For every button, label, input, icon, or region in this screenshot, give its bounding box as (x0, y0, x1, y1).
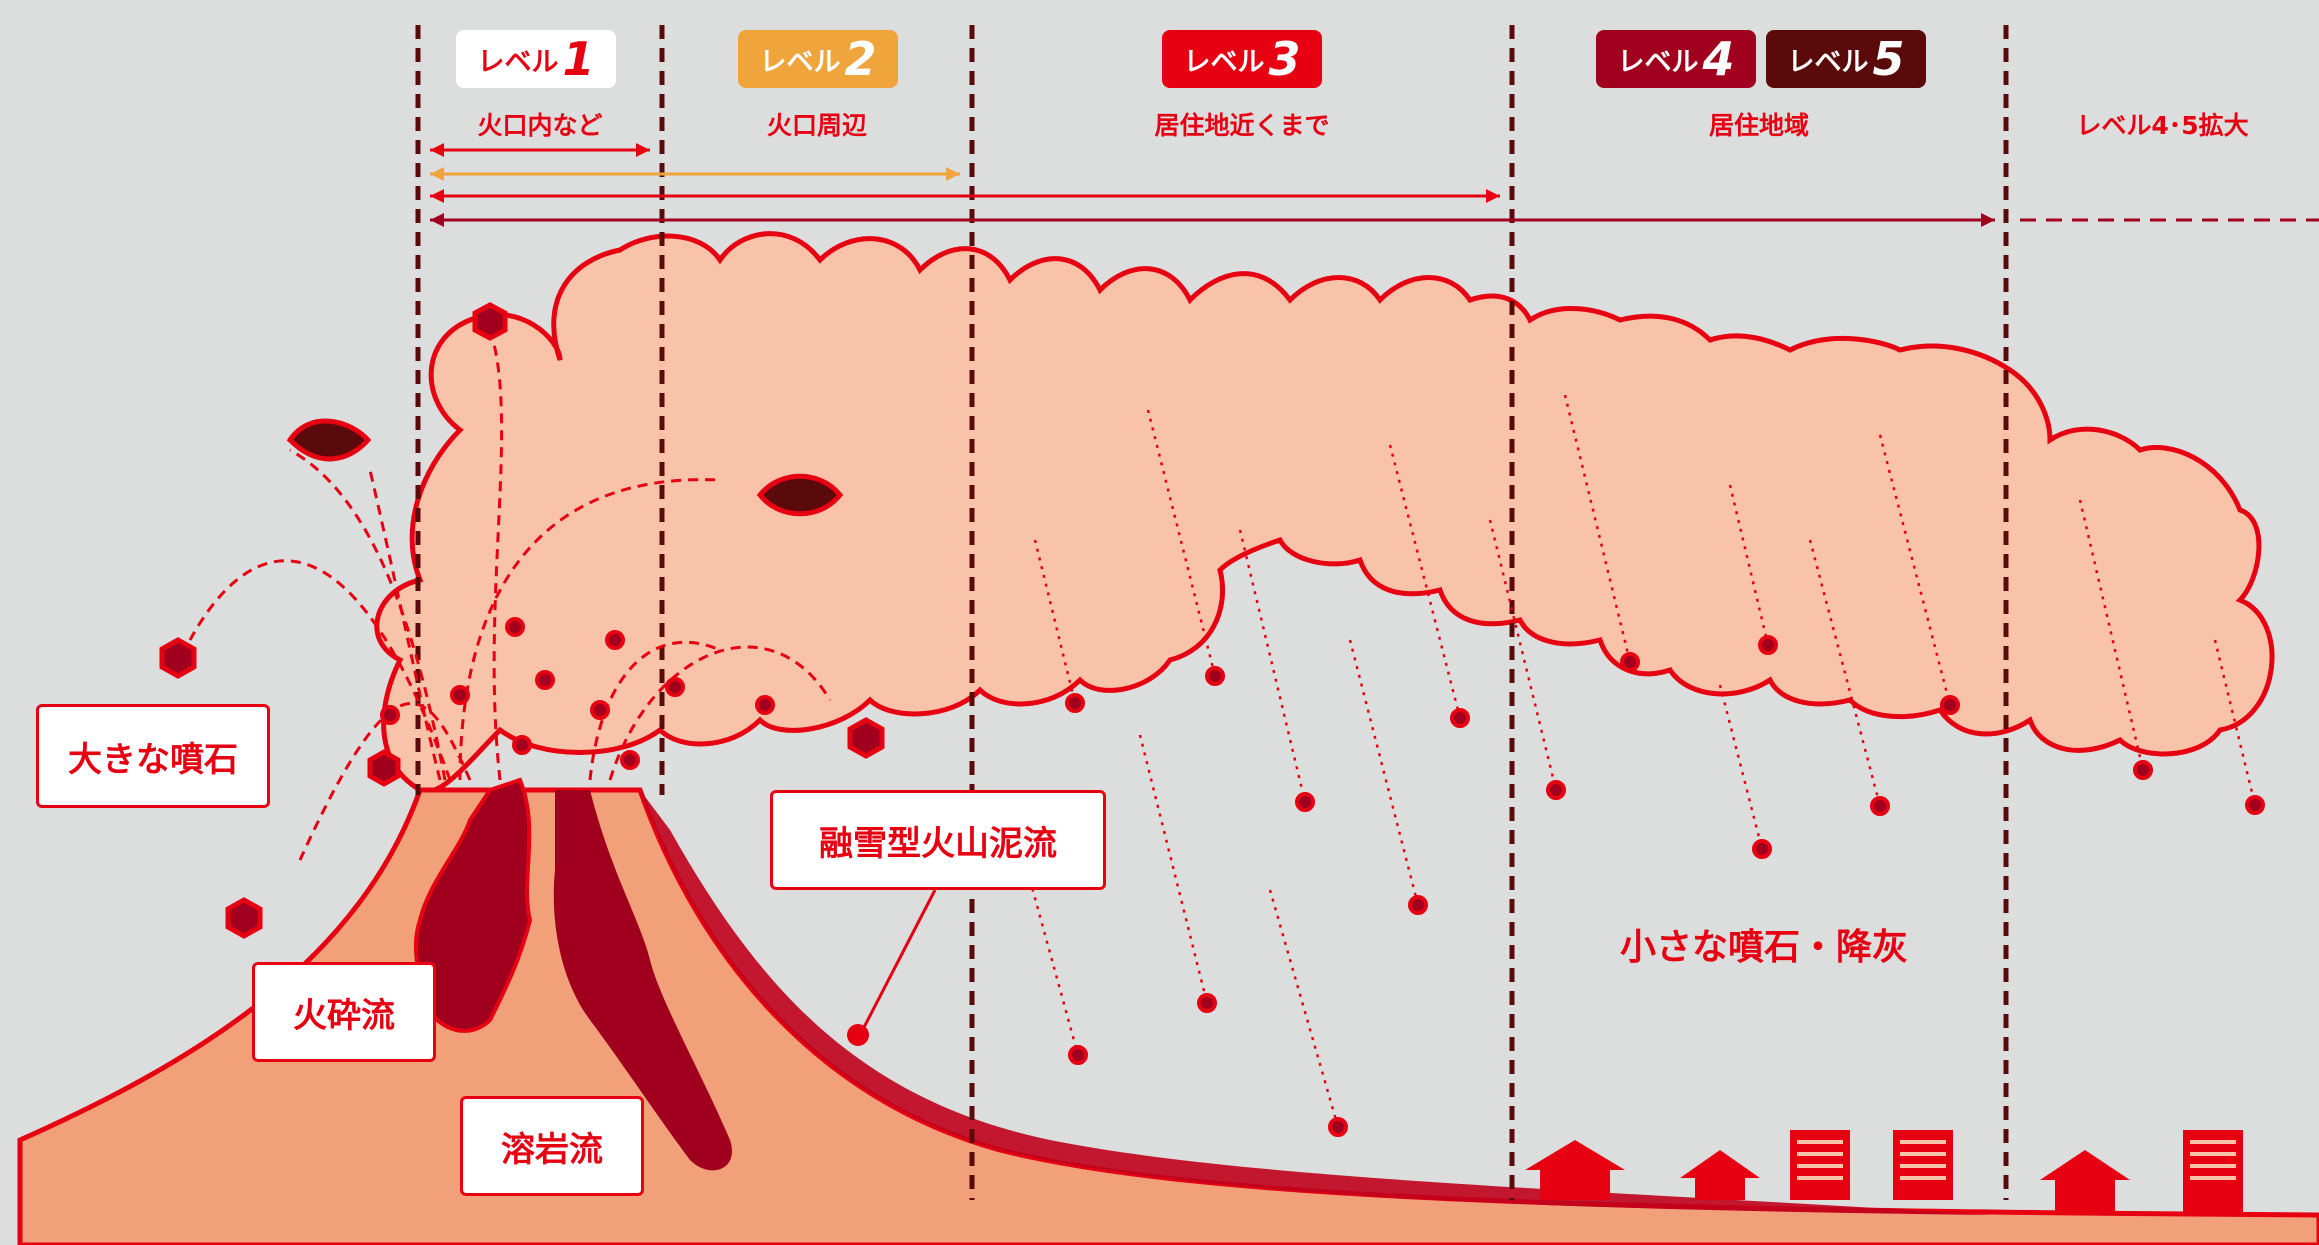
level-2-badge: レベル 2 (738, 30, 898, 88)
lava-flow-label: 溶岩流 (460, 1096, 644, 1196)
level-5-prefix: レベル (1787, 46, 1869, 78)
lahar-leader (847, 889, 937, 1046)
ballistic-trajectories (188, 329, 832, 861)
zone-label-crater: 火口内など (477, 111, 603, 140)
lahar-label: 融雪型火山泥流 (770, 790, 1106, 890)
level-2-number: 2 (844, 32, 877, 86)
arrow-heads (430, 143, 1995, 227)
zone-label-expanded: レベル4･5拡大 (2076, 111, 2249, 140)
range-arrows (430, 148, 2319, 222)
zone-label-crater-area: 火口周辺 (766, 111, 867, 140)
level-5-number: 5 (1872, 32, 1905, 86)
pyroclastic-flow-shape (413, 777, 533, 1033)
zone-label-residential: 居住地域 (1708, 111, 1809, 140)
level-1-badge: レベル 1 (456, 30, 616, 88)
level-2-prefix: レベル (759, 46, 841, 78)
level-4-prefix: レベル (1617, 46, 1699, 78)
large-rock (286, 418, 372, 462)
ash-fall (1028, 394, 2257, 1128)
small-rocks-ash-label: 小さな噴石・降灰 (1620, 927, 1909, 968)
large-rock (847, 717, 885, 759)
level-1-prefix: レベル (477, 46, 559, 78)
level-3-number: 3 (1268, 32, 1301, 86)
small-vent-rocks (380, 617, 775, 770)
zone-label-near-residential: 居住地近くまで (1154, 111, 1330, 140)
building-windows (1797, 1140, 2236, 1180)
level-5-badge: レベル 5 (1766, 30, 1926, 88)
large-rock (225, 897, 263, 939)
eruption-plume (374, 231, 2275, 795)
large-rock (367, 749, 401, 787)
level-4-badge: レベル 4 (1596, 30, 1756, 88)
ash-particles (1065, 635, 2265, 1137)
house-icon (2040, 1150, 2130, 1212)
level-1-number: 1 (562, 32, 595, 86)
level-3-badge: レベル 3 (1162, 30, 1322, 88)
house-icon (1680, 1150, 1760, 1200)
large-rocks-label: 大きな噴石 (36, 704, 270, 808)
large-rock (159, 637, 197, 679)
large-rock (756, 473, 844, 517)
pyroclastic-flow-label: 火砕流 (252, 962, 436, 1062)
level-3-prefix: レベル (1183, 46, 1265, 78)
house-icon (1525, 1140, 1625, 1200)
lava-flow-shape (553, 790, 732, 1171)
large-rocks (159, 302, 885, 939)
large-rock (472, 302, 508, 341)
level-4-number: 4 (1702, 32, 1735, 86)
